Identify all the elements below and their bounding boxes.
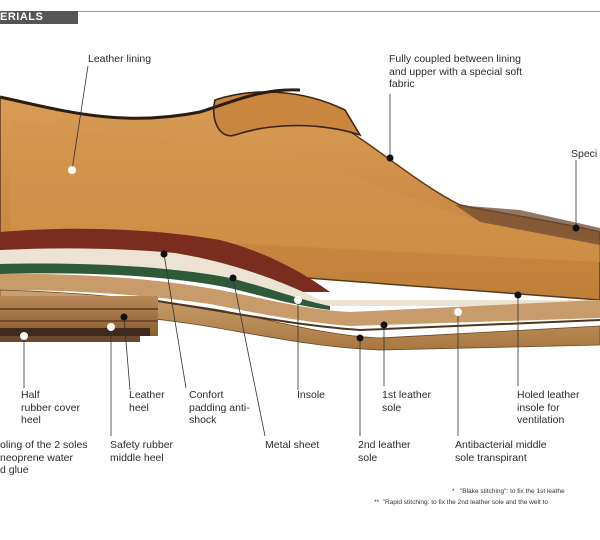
footnote-blake-stitching: * "Blake stitching": to fix the 1st leat…	[452, 488, 565, 495]
label-second-leather-sole: 2nd leather sole	[358, 439, 411, 464]
marker-first-leather	[380, 321, 388, 329]
label-leather-heel: Leather heel	[129, 389, 165, 414]
label-half-rubber-cover-heel: Half rubber cover heel	[21, 389, 80, 426]
label-safety-rubber-heel: Safety rubber middle heel	[110, 439, 174, 464]
label-insole: Insole	[297, 389, 326, 401]
header-rule	[0, 11, 600, 12]
marker-safety-rubber	[107, 323, 115, 331]
footnote-rapid-stitching: ** "Rapid stitching: to fix the 2nd leat…	[374, 499, 548, 506]
marker-metal-sheet	[229, 274, 237, 282]
marker-insole	[294, 296, 302, 304]
marker-leather-heel	[120, 313, 128, 321]
marker-confort	[160, 250, 168, 258]
marker-second-leather	[356, 334, 364, 342]
callout-lines	[23, 65, 577, 437]
label-first-leather-sole: 1st leather sole	[382, 389, 432, 414]
marker-holed-leather	[514, 291, 522, 299]
heel-cap	[0, 336, 140, 342]
label-speci: Speci	[571, 148, 598, 160]
marker-dots	[20, 154, 580, 342]
label-coupling-soles: oling of the 2 soles neoprene water d gl…	[0, 439, 88, 476]
label-fully-coupled: Fully coupled between lining and upper w…	[389, 53, 523, 90]
sock-lining	[0, 248, 600, 306]
marker-leather-lining	[68, 166, 76, 174]
section-title: ERIALS	[0, 11, 78, 24]
marker-fully-coupled	[386, 154, 394, 162]
toe-panel	[455, 205, 600, 245]
label-confort-padding: Confort padding anti- shock	[189, 389, 250, 426]
marker-half-rubber	[20, 332, 28, 340]
metal-sheet-layer	[0, 263, 330, 310]
label-antibacterial-sole: Antibacterial middle sole transpirant	[455, 439, 547, 464]
label-holed-leather-insole: Holed leather insole for ventilation	[517, 389, 580, 426]
heel-layer-2	[0, 320, 158, 322]
insole-layer	[0, 273, 600, 326]
collar-edge	[0, 88, 301, 120]
label-metal-sheet: Metal sheet	[265, 439, 320, 451]
heel-dark-band	[0, 328, 150, 336]
label-leather-lining: Leather lining	[88, 53, 152, 65]
marker-antibacterial	[454, 308, 462, 316]
welt-line	[149, 299, 600, 332]
heel-layer-1	[0, 308, 158, 310]
lining-inner-shade	[10, 120, 600, 262]
marker-speci	[572, 224, 580, 232]
